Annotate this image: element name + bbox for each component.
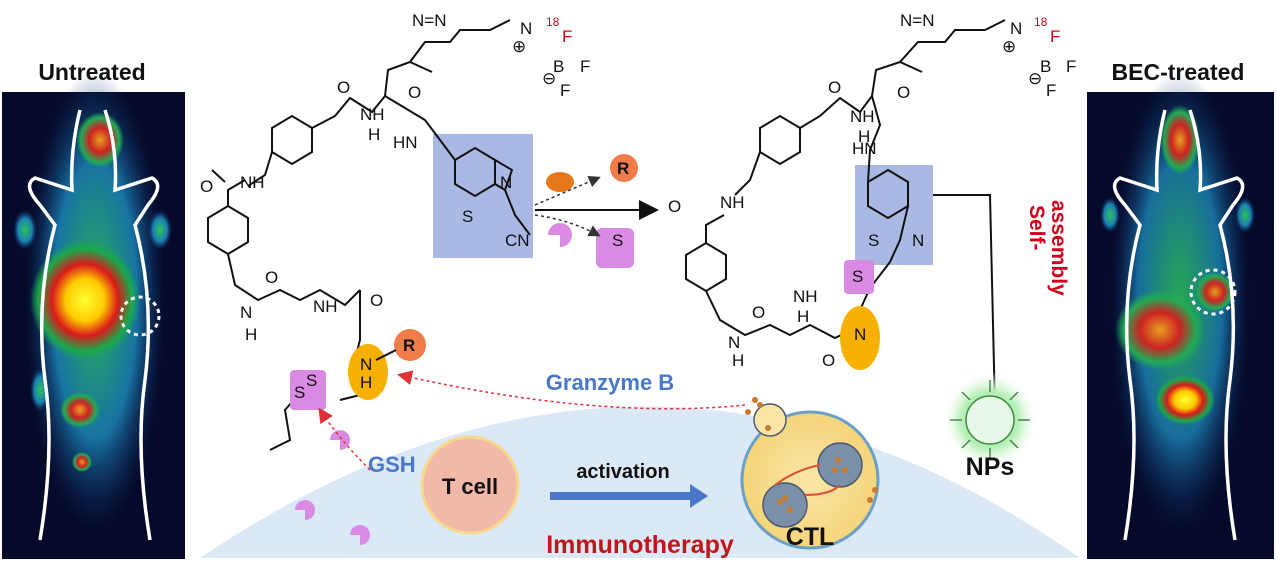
r-atom-O: O — [828, 78, 841, 97]
benzothiazole-highlight — [433, 134, 533, 258]
r-atom-NH: NH — [850, 107, 875, 126]
t-cell — [420, 435, 520, 535]
r-atom-NH-2: NH — [720, 193, 745, 212]
gsh-pacman-3 — [350, 525, 370, 545]
cyclized-molecule — [685, 60, 996, 411]
r-group-released — [610, 154, 638, 182]
fluorine-right-2: F — [1046, 81, 1056, 100]
isotope-right: 18 — [1034, 15, 1048, 29]
assembly-label: assembly — [1047, 200, 1070, 296]
enzyme-blob — [546, 172, 574, 192]
atom-N-5: NH — [313, 297, 338, 316]
isotope-left: 18 — [546, 15, 560, 29]
atom-S-thiazole: S — [462, 207, 473, 226]
atom-H-6: H — [245, 325, 257, 344]
r-group-attached-label: R — [403, 336, 415, 355]
r-atom-N-6: N — [728, 333, 740, 352]
atom-NH: NH — [360, 105, 385, 124]
fluorine-18-right: F — [1050, 27, 1060, 46]
atom-O: O — [337, 78, 350, 97]
atom-CN: CN — [505, 231, 530, 250]
tcell-label: T cell — [442, 474, 498, 499]
granzyme-label: Granzyme B — [546, 370, 674, 395]
tumor-marker-circle-right — [1189, 268, 1237, 316]
r-atom-H-6: H — [732, 351, 744, 370]
triazole-left: N=N — [412, 11, 446, 30]
fluorine-left-1: F — [580, 57, 590, 76]
thiol-S: S — [612, 231, 623, 250]
left-pet-panel: Untreated — [2, 59, 185, 559]
plus-left: ⊕ — [512, 37, 526, 56]
prosthetic-group-right: N=N N ⊕ 18 F B F F ⊖ — [899, 11, 1076, 100]
thiazoline-S: S — [852, 267, 863, 286]
prosthetic-group-left: N=N N ⊕ 18 F B F F ⊖ — [409, 11, 590, 100]
cyclized-atoms: O NH H O HN O NH S N O NH H N H O S N — [668, 78, 924, 370]
activation-label: activation — [576, 461, 669, 483]
atom-N-6: N — [240, 303, 252, 322]
r-group-label: R — [617, 159, 629, 178]
amine-N: N — [360, 355, 372, 374]
r-atom-N: N — [912, 231, 924, 250]
activation-arrow — [550, 484, 708, 508]
thiazoline-N-highlight — [840, 306, 880, 370]
minus-left: ⊖ — [542, 69, 556, 88]
immunotherapy-label: Immunotherapy — [546, 531, 734, 559]
gsh-pacman-1 — [330, 430, 350, 450]
minus-right: ⊖ — [1028, 69, 1042, 88]
disulfide-S1: S — [294, 383, 305, 402]
r-atom-O-3: O — [668, 197, 681, 216]
granzyme-cleavage-arrow — [397, 370, 746, 410]
atom-N-thiazole: N — [500, 173, 512, 192]
fluorine-18-left: F — [562, 27, 572, 46]
gsh-pacman-reaction — [548, 223, 572, 247]
quaternary-N-right: N — [1010, 19, 1022, 38]
r-atom-O-4: O — [752, 303, 765, 322]
thiol-byproduct-box — [596, 228, 634, 268]
atom-O-2: O — [408, 83, 421, 102]
tumor-marker-circle — [119, 295, 161, 337]
fluorine-left-2: F — [560, 81, 570, 100]
boron-right: B — [1040, 57, 1051, 76]
atom-O-4: O — [265, 268, 278, 287]
r-group-attached — [394, 329, 426, 361]
right-pet-panel: BEC-treated — [1087, 59, 1274, 559]
atom-O-5: O — [370, 291, 383, 310]
gsh-pacman-2 — [295, 500, 315, 520]
thiazoline-N: N — [854, 325, 866, 344]
cleavage-sites: S S N H R — [290, 329, 426, 410]
atom-HN: HN — [393, 133, 418, 152]
atom-NH-2: NH — [240, 173, 265, 192]
precursor-atoms: O NH H O HN O NH N S CN O NH O N H — [200, 78, 530, 344]
r-atom-O-5: O — [822, 351, 835, 370]
nps-label: NPs — [966, 453, 1015, 481]
r-atom-H-5: H — [797, 307, 809, 326]
plus-right: ⊕ — [1002, 37, 1016, 56]
quaternary-N-left: N — [520, 19, 532, 38]
r-atom-H: H — [858, 127, 870, 146]
gsh-label: GSH — [368, 452, 416, 477]
r-atom-S: S — [868, 231, 879, 250]
atom-H: H — [368, 125, 380, 144]
boron-left: B — [553, 57, 564, 76]
cell-interior: Granzyme B GSH T cell activation CTL Imm… — [295, 370, 880, 559]
r-atom-O-2: O — [897, 83, 910, 102]
precursor-molecule — [207, 60, 533, 451]
ctl-label: CTL — [786, 523, 835, 551]
self-assembly: Self- assembly — [985, 200, 1070, 416]
r-atom-HN: HN — [852, 139, 877, 158]
atom-O-3: O — [200, 177, 213, 196]
self-label: Self- — [1025, 205, 1048, 251]
disulfide-S2: S — [306, 371, 317, 390]
triazole-right: N=N — [900, 11, 934, 30]
fluorine-right-1: F — [1066, 57, 1076, 76]
reaction-byproducts: R S — [534, 154, 659, 268]
nanoparticle: NPs — [942, 372, 1038, 481]
r-atom-N-5: NH — [793, 287, 818, 306]
amine-H: H — [360, 373, 372, 392]
